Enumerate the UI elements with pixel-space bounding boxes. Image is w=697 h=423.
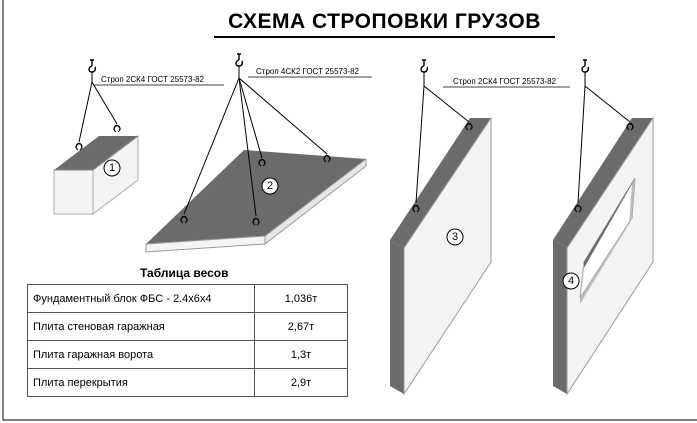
diagram-title: СХЕМА СТРОПОВКИ ГРУЗОВ [228,10,541,33]
row-weight: 1,036т [254,284,348,313]
weights-table-caption: Таблица весов [140,266,229,280]
item-4-circle [562,272,580,290]
gate-panel [553,116,654,396]
item-2-circle [261,177,279,195]
slab-sling [180,53,372,226]
row-name: Плита перекрытия [27,368,255,397]
weights-table: Фундаментный блок ФБС - 2.4х6х4 1,036т П… [27,284,348,397]
item-1-number: 1 [108,162,116,174]
item-3-circle [446,228,464,246]
item-4-number: 4 [567,275,575,287]
block-sling [75,59,224,151]
row-weight: 1,3т [254,340,348,369]
item-1-circle [103,159,121,177]
panel-sling-label: Строп 2СК4 ГОСТ 25573-82 [453,77,556,86]
block-sling-label: Строп 2СК4 ГОСТ 25573-82 [101,75,204,84]
table-row: Фундаментный блок ФБС - 2.4х6х4 1,036т [27,284,348,313]
wall-panel [390,116,492,396]
item-3-number: 3 [451,231,459,243]
item-2-number: 2 [266,180,274,192]
wall-panel-sling [412,59,570,213]
table-row: Плита перекрытия 2,9т [27,368,348,397]
floor-slab [145,150,367,253]
table-row: Плита стеновая гаражная 2,67т [27,312,348,341]
title-underline [214,36,555,38]
table-row: Плита гаражная ворота 1,3т [27,340,348,369]
slab-sling-label: Строп 4СК2 ГОСТ 25573-82 [256,67,359,76]
row-weight: 2,67т [254,312,348,341]
row-name: Фундаментный блок ФБС - 2.4х6х4 [27,284,255,313]
row-name: Плита гаражная ворота [27,340,255,369]
foundation-block [53,134,139,216]
gate-panel-sling [574,59,634,213]
row-weight: 2,9т [254,368,348,397]
row-name: Плита стеновая гаражная [27,312,255,341]
